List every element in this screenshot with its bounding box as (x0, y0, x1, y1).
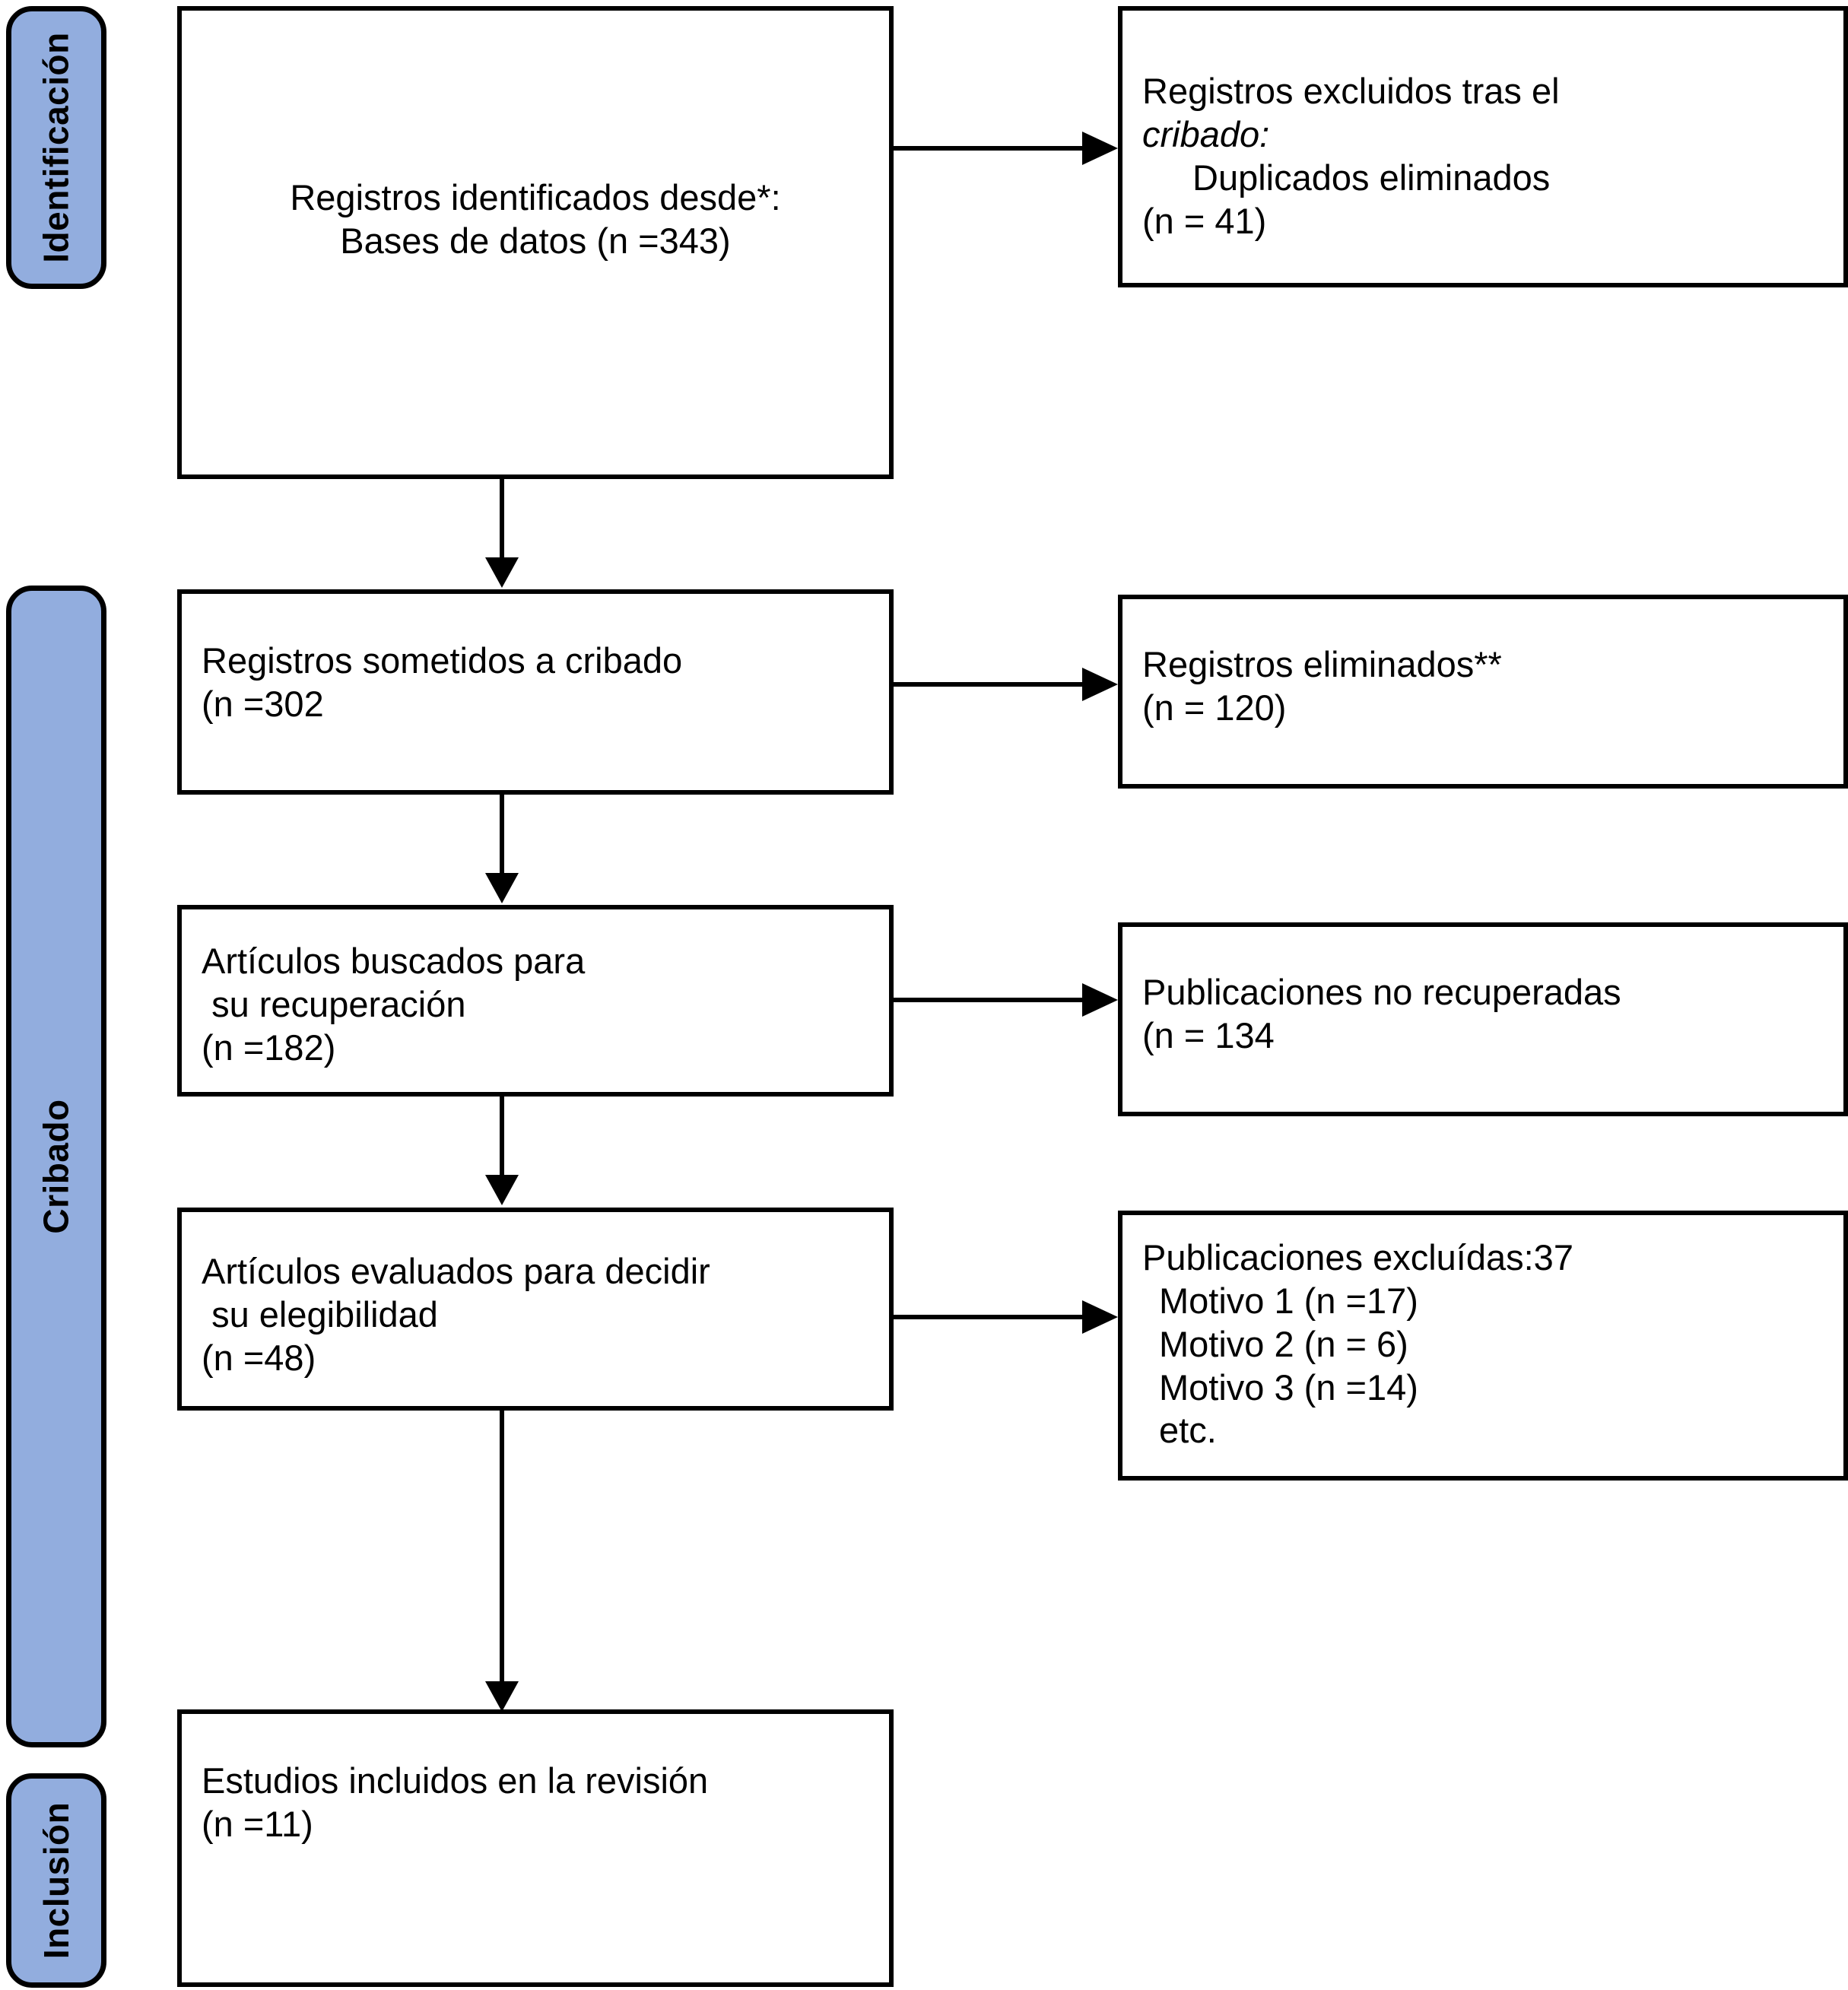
records-excluded-line-2: cribado: (1142, 113, 1270, 154)
records-removed-line-1: Registros eliminados** (1142, 644, 1502, 684)
records-excluded-line-4: (n = 41) (1142, 200, 1267, 241)
arrow-identified-to-excluded (894, 125, 1122, 171)
phase-bar-cribado: Cribado (6, 586, 106, 1747)
records-identified-line-2: Bases de datos (n =343) (340, 220, 731, 261)
arrow-sought-to-assessed (479, 1097, 525, 1207)
records-removed-line-2: (n = 120) (1142, 687, 1287, 728)
box-studies-included: Estudios incluidos en la revisión (n =11… (177, 1709, 894, 1987)
box-reports-sought: Artículos buscados para su recuperación … (177, 905, 894, 1097)
reports-excluded-reason-3: Motivo 3 (n =14) (1159, 1366, 1418, 1408)
reports-sought-line-3: (n =182) (202, 1027, 336, 1068)
box-reports-not-retrieved: Publicaciones no recuperadas (n = 134 (1118, 922, 1848, 1116)
records-screened-line-1: Registros sometidos a cribado (202, 640, 683, 681)
phase-label-identificacion: Identificación (37, 32, 77, 263)
arrow-sought-to-not-retrieved (894, 977, 1122, 1023)
arrow-screened-to-sought (479, 795, 525, 905)
studies-included-line-1: Estudios incluidos en la revisión (202, 1760, 709, 1801)
reports-excluded-line-1: Publicaciones excluídas:37 (1142, 1237, 1573, 1277)
arrow-identified-to-screened (479, 479, 525, 589)
box-records-removed: Registros eliminados** (n = 120) (1118, 595, 1848, 789)
reports-assessed-line-1: Artículos evaluados para decidir (202, 1251, 710, 1291)
records-excluded-line-3: Duplicados eliminados (1192, 157, 1551, 198)
box-records-excluded-screening: Registros excluidos tras el cribado: Dup… (1118, 6, 1848, 287)
arrow-assessed-to-excluded-reasons (894, 1294, 1122, 1340)
records-screened-line-2: (n =302 (202, 683, 324, 724)
reports-assessed-line-3: (n =48) (202, 1337, 316, 1378)
reports-excluded-reason-1: Motivo 1 (n =17) (1159, 1280, 1418, 1321)
phase-bar-inclusion: Inclusión (6, 1773, 106, 1988)
reports-sought-line-2: su recuperación (202, 983, 466, 1024)
phase-bar-identificacion: Identificación (6, 6, 106, 289)
reports-not-retrieved-line-1: Publicaciones no recuperadas (1142, 972, 1621, 1012)
box-reports-excluded-reasons: Publicaciones excluídas:37 Motivo 1 (n =… (1118, 1211, 1848, 1481)
reports-excluded-reason-2: Motivo 2 (n = 6) (1159, 1323, 1408, 1364)
studies-included-line-2: (n =11) (202, 1803, 313, 1844)
box-records-screened: Registros sometidos a cribado (n =302 (177, 589, 894, 795)
records-identified-line-1: Registros identificados desde*: (290, 177, 781, 217)
arrow-screened-to-removed (894, 662, 1122, 707)
reports-assessed-line-2: su elegibilidad (202, 1293, 438, 1335)
reports-excluded-reason-4: etc. (1159, 1410, 1217, 1451)
box-records-identified: Registros identificados desde*: Bases de… (177, 6, 894, 479)
box-reports-assessed: Artículos evaluados para decidir su eleg… (177, 1208, 894, 1411)
phase-label-inclusion: Inclusión (37, 1801, 76, 1960)
reports-sought-line-1: Artículos buscados para (202, 941, 586, 981)
phase-label-cribado: Cribado (37, 1099, 76, 1234)
reports-not-retrieved-line-2: (n = 134 (1142, 1014, 1275, 1055)
records-excluded-line-1: Registros excluidos tras el (1142, 71, 1560, 111)
arrow-assessed-to-included (479, 1411, 525, 1715)
